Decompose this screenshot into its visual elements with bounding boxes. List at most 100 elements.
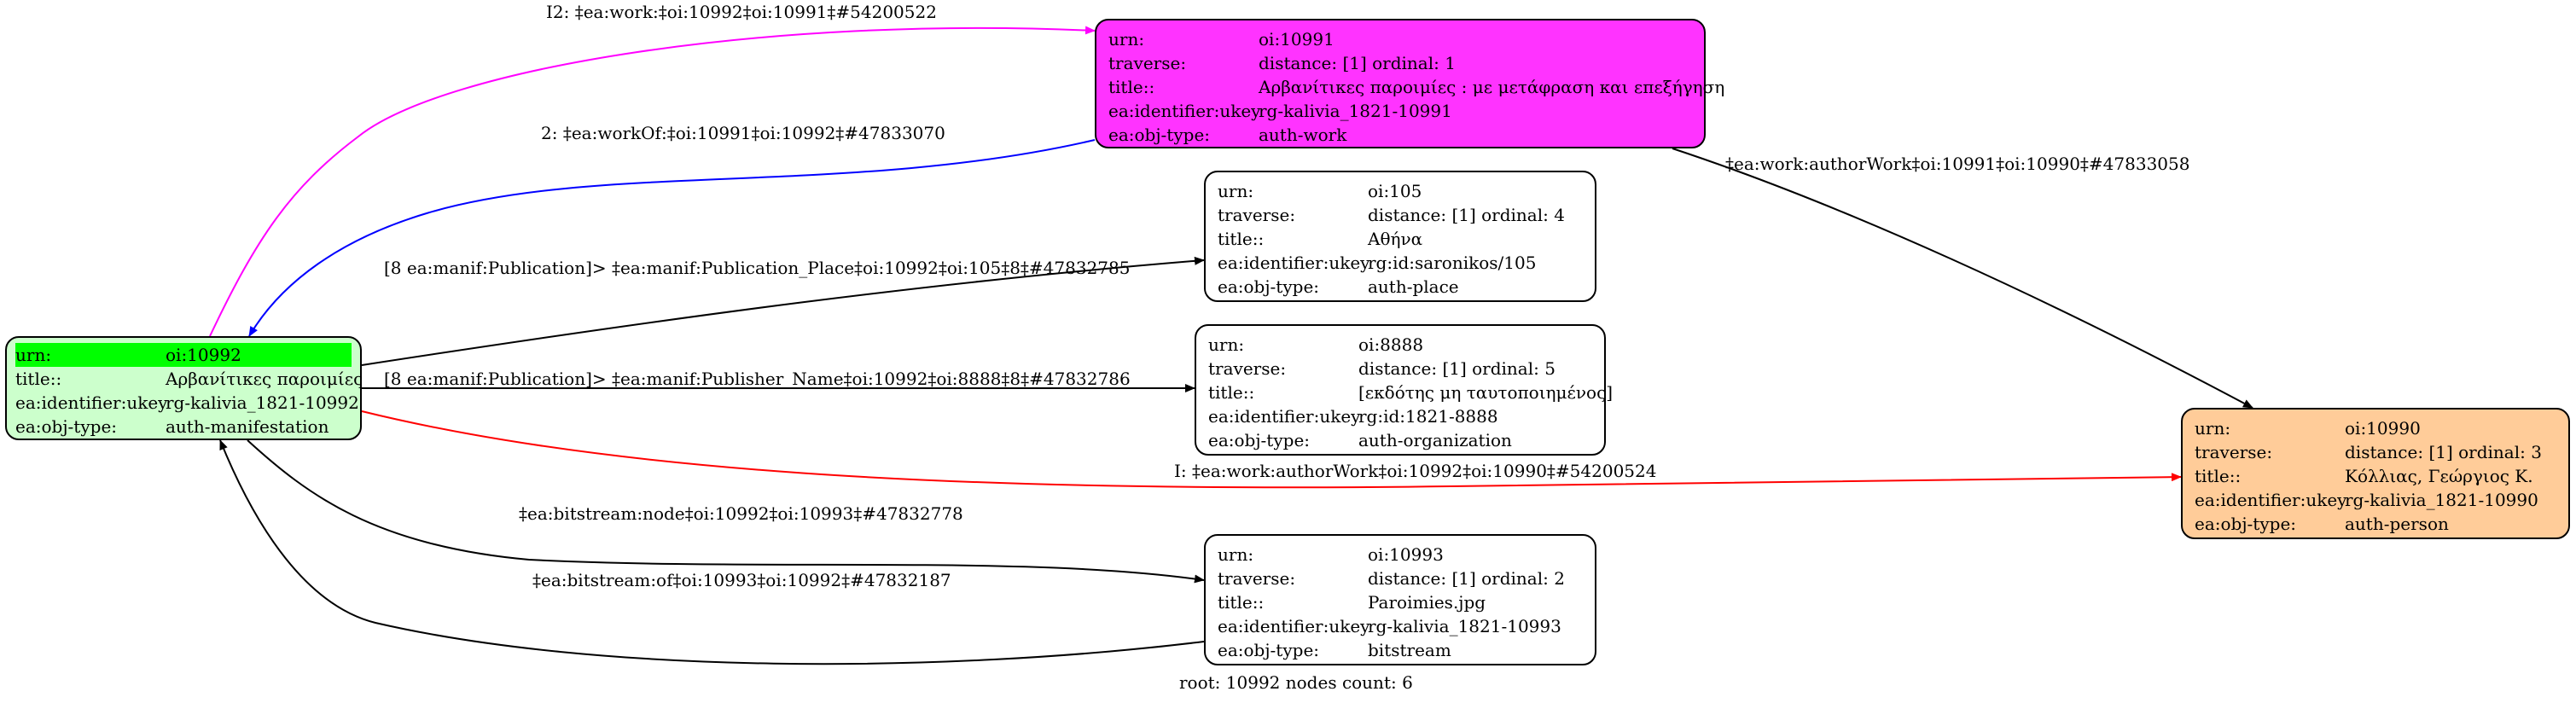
node-row-title: title::[εκδότης μη ταυτοποιημένος] [1208, 381, 1613, 404]
node-key: ea:identifier:ukey [1108, 101, 1261, 121]
node-row-title: title::Κόλλιας, Γεώργιος Κ. [2195, 464, 2556, 488]
node-value: distance: [1] ordinal: 3 [2345, 442, 2542, 462]
node-row-traverse: traverse: distance: [1] ordinal: 1 [1108, 51, 1692, 75]
node-value: oi:10990 [2345, 418, 2421, 439]
node-key: ea:obj-type: [15, 416, 118, 437]
node-value: oi:10991 [1259, 29, 1335, 49]
node-key: traverse: [1108, 53, 1187, 73]
node-row-urn: urn: oi:10993 [1218, 543, 1583, 566]
edge-label-i-author: I: ‡ea:work:authorWork‡oi:10992‡oi:10990… [1174, 461, 1657, 481]
node-key: traverse: [1218, 205, 1296, 225]
node-row-ea-obj-type: ea:obj-type: auth-person [2195, 512, 2556, 536]
node-key: title:: [2195, 466, 2242, 486]
edge-label-pub-name: [8 ea:manif:Publication]> ‡ea:manif:Publ… [384, 369, 1131, 389]
edge-i-author [361, 410, 2182, 489]
node-row-traverse: traverse: distance: [1] ordinal: 4 [1218, 203, 1583, 227]
node-row-traverse: traverse:distance: [1] ordinal: 5 [1208, 357, 1592, 381]
node-value: rg-kalivia_1821-10992 [166, 392, 359, 413]
node-row-ea-obj-type: ea:obj-type: bitstream [1218, 638, 1583, 662]
edge-author-work [1672, 148, 2253, 409]
node-row-traverse: traverse: distance: [1] ordinal: 3 [2195, 440, 2556, 464]
node-key: title:: [15, 369, 62, 389]
node-key: title:: [1218, 592, 1265, 613]
node-key: ea:obj-type: [1218, 640, 1320, 660]
node-value: oi:8888 [1358, 334, 1424, 355]
node-key: ea:obj-type: [1218, 276, 1320, 297]
node-key: ea:obj-type: [2195, 514, 2297, 534]
node-value: rg-kalivia_1821-10990 [2345, 490, 2538, 510]
edge-label-work-of: 2: ‡ea:workOf:‡oi:10991‡oi:10992‡#478330… [541, 123, 945, 143]
node-row-ea-obj-type: ea:obj-type:auth-work [1108, 123, 1692, 147]
node-row-urn: urn: oi:10992 [15, 343, 352, 367]
node-value: oi:105 [1368, 181, 1422, 201]
edge-work-of [248, 139, 1096, 337]
node-value: Αρβανίτικες παροιμίες : με μετάφραση και… [1259, 77, 1725, 97]
edge-bitstream-node [247, 439, 1205, 584]
edge-label-bitstream-node: ‡ea:bitstream:node‡oi:10992‡oi:10993‡#47… [519, 503, 963, 524]
node-key: ea:identifier:ukey [2195, 490, 2347, 510]
node-key: ea:obj-type: [1208, 430, 1311, 450]
node-value: [εκδότης μη ταυτοποιημένος] [1358, 382, 1614, 403]
node-row-title: title::Paroimies.jpg [1218, 590, 1583, 614]
node-row-urn: urn: oi:105 [1218, 179, 1583, 203]
node-value: rg-kalivia_1821-10991 [1259, 101, 1452, 121]
node-row-ea-obj-type: ea:obj-type: auth-manifestation [15, 415, 352, 439]
node-place[interactable]: urn: oi:105 traverse: distance: [1] ordinal… [1204, 171, 1596, 302]
node-work[interactable]: urn: oi:10991 traverse: distance: [1] ordin… [1095, 19, 1724, 148]
node-row-title: title::Αρβανίτικες παροιμίες : με μετάφρ… [1108, 75, 1724, 99]
graph-caption: root: 10992 nodes count: 6 [1179, 672, 1413, 693]
node-value: distance: [1] ordinal: 4 [1368, 205, 1565, 225]
node-row-title: title::Αθήνα [1218, 227, 1583, 251]
node-value: rg:id:1821-8888 [1358, 406, 1498, 427]
node-value: distance: [1] ordinal: 1 [1259, 53, 1456, 73]
edge-i2-work [209, 26, 1096, 337]
node-row-urn: urn: oi:8888 [1208, 333, 1592, 357]
node-value: Αθήνα [1368, 229, 1423, 249]
node-row-ea-obj-type: ea:obj-type:auth-organization [1208, 428, 1592, 452]
node-row-traverse: traverse:distance: [1] ordinal: 2 [1218, 566, 1583, 590]
node-key: traverse: [2195, 442, 2273, 462]
node-key: urn: [15, 345, 52, 365]
edge-pub-place [361, 256, 1205, 366]
node-key: urn: [1218, 544, 1254, 565]
node-value: oi:10993 [1368, 544, 1444, 565]
node-key: title:: [1218, 229, 1265, 249]
node-value: Paroimies.jpg [1368, 592, 1486, 613]
edge-label-bitstream-of: ‡ea:bitstream:of‡oi:10993‡oi:10992‡#4783… [532, 570, 951, 590]
node-row-urn: urn: oi:10991 [1108, 27, 1692, 51]
edge-bitstream-of [219, 439, 1205, 665]
node-key: ea:identifier:ukey [1218, 253, 1370, 273]
node-key: title:: [1108, 77, 1155, 97]
node-value: auth-manifestation [166, 416, 329, 437]
node-value: Κόλλιας, Γεώργιος Κ. [2345, 466, 2533, 486]
node-person[interactable]: urn: oi:10990 traverse: distance: [1] ordin… [2181, 408, 2570, 539]
node-value: auth-work [1259, 125, 1347, 145]
node-key: title:: [1208, 382, 1255, 403]
node-value: auth-person [2345, 514, 2449, 534]
node-row-title: title::Αρβανίτικες παροιμίες [15, 367, 363, 391]
node-key: urn: [1218, 181, 1254, 201]
node-key: traverse: [1218, 568, 1296, 589]
node-key: ea:identifier:ukey [1208, 406, 1361, 427]
node-key: urn: [1208, 334, 1245, 355]
node-value: oi:10992 [166, 345, 241, 365]
node-value: bitstream [1368, 640, 1451, 660]
node-key: urn: [1108, 29, 1145, 49]
node-value: Αρβανίτικες παροιμίες [166, 369, 363, 389]
node-key: urn: [2195, 418, 2231, 439]
node-row-urn: urn: oi:10990 [2195, 416, 2556, 440]
node-key: ea:identifier:ukey [1218, 616, 1370, 636]
node-value: rg-kalivia_1821-10993 [1368, 616, 1561, 636]
edge-label-author-work: ‡ea:work:authorWork‡oi:10991‡oi:10990‡#4… [1725, 154, 2190, 174]
node-value: auth-place [1368, 276, 1459, 297]
